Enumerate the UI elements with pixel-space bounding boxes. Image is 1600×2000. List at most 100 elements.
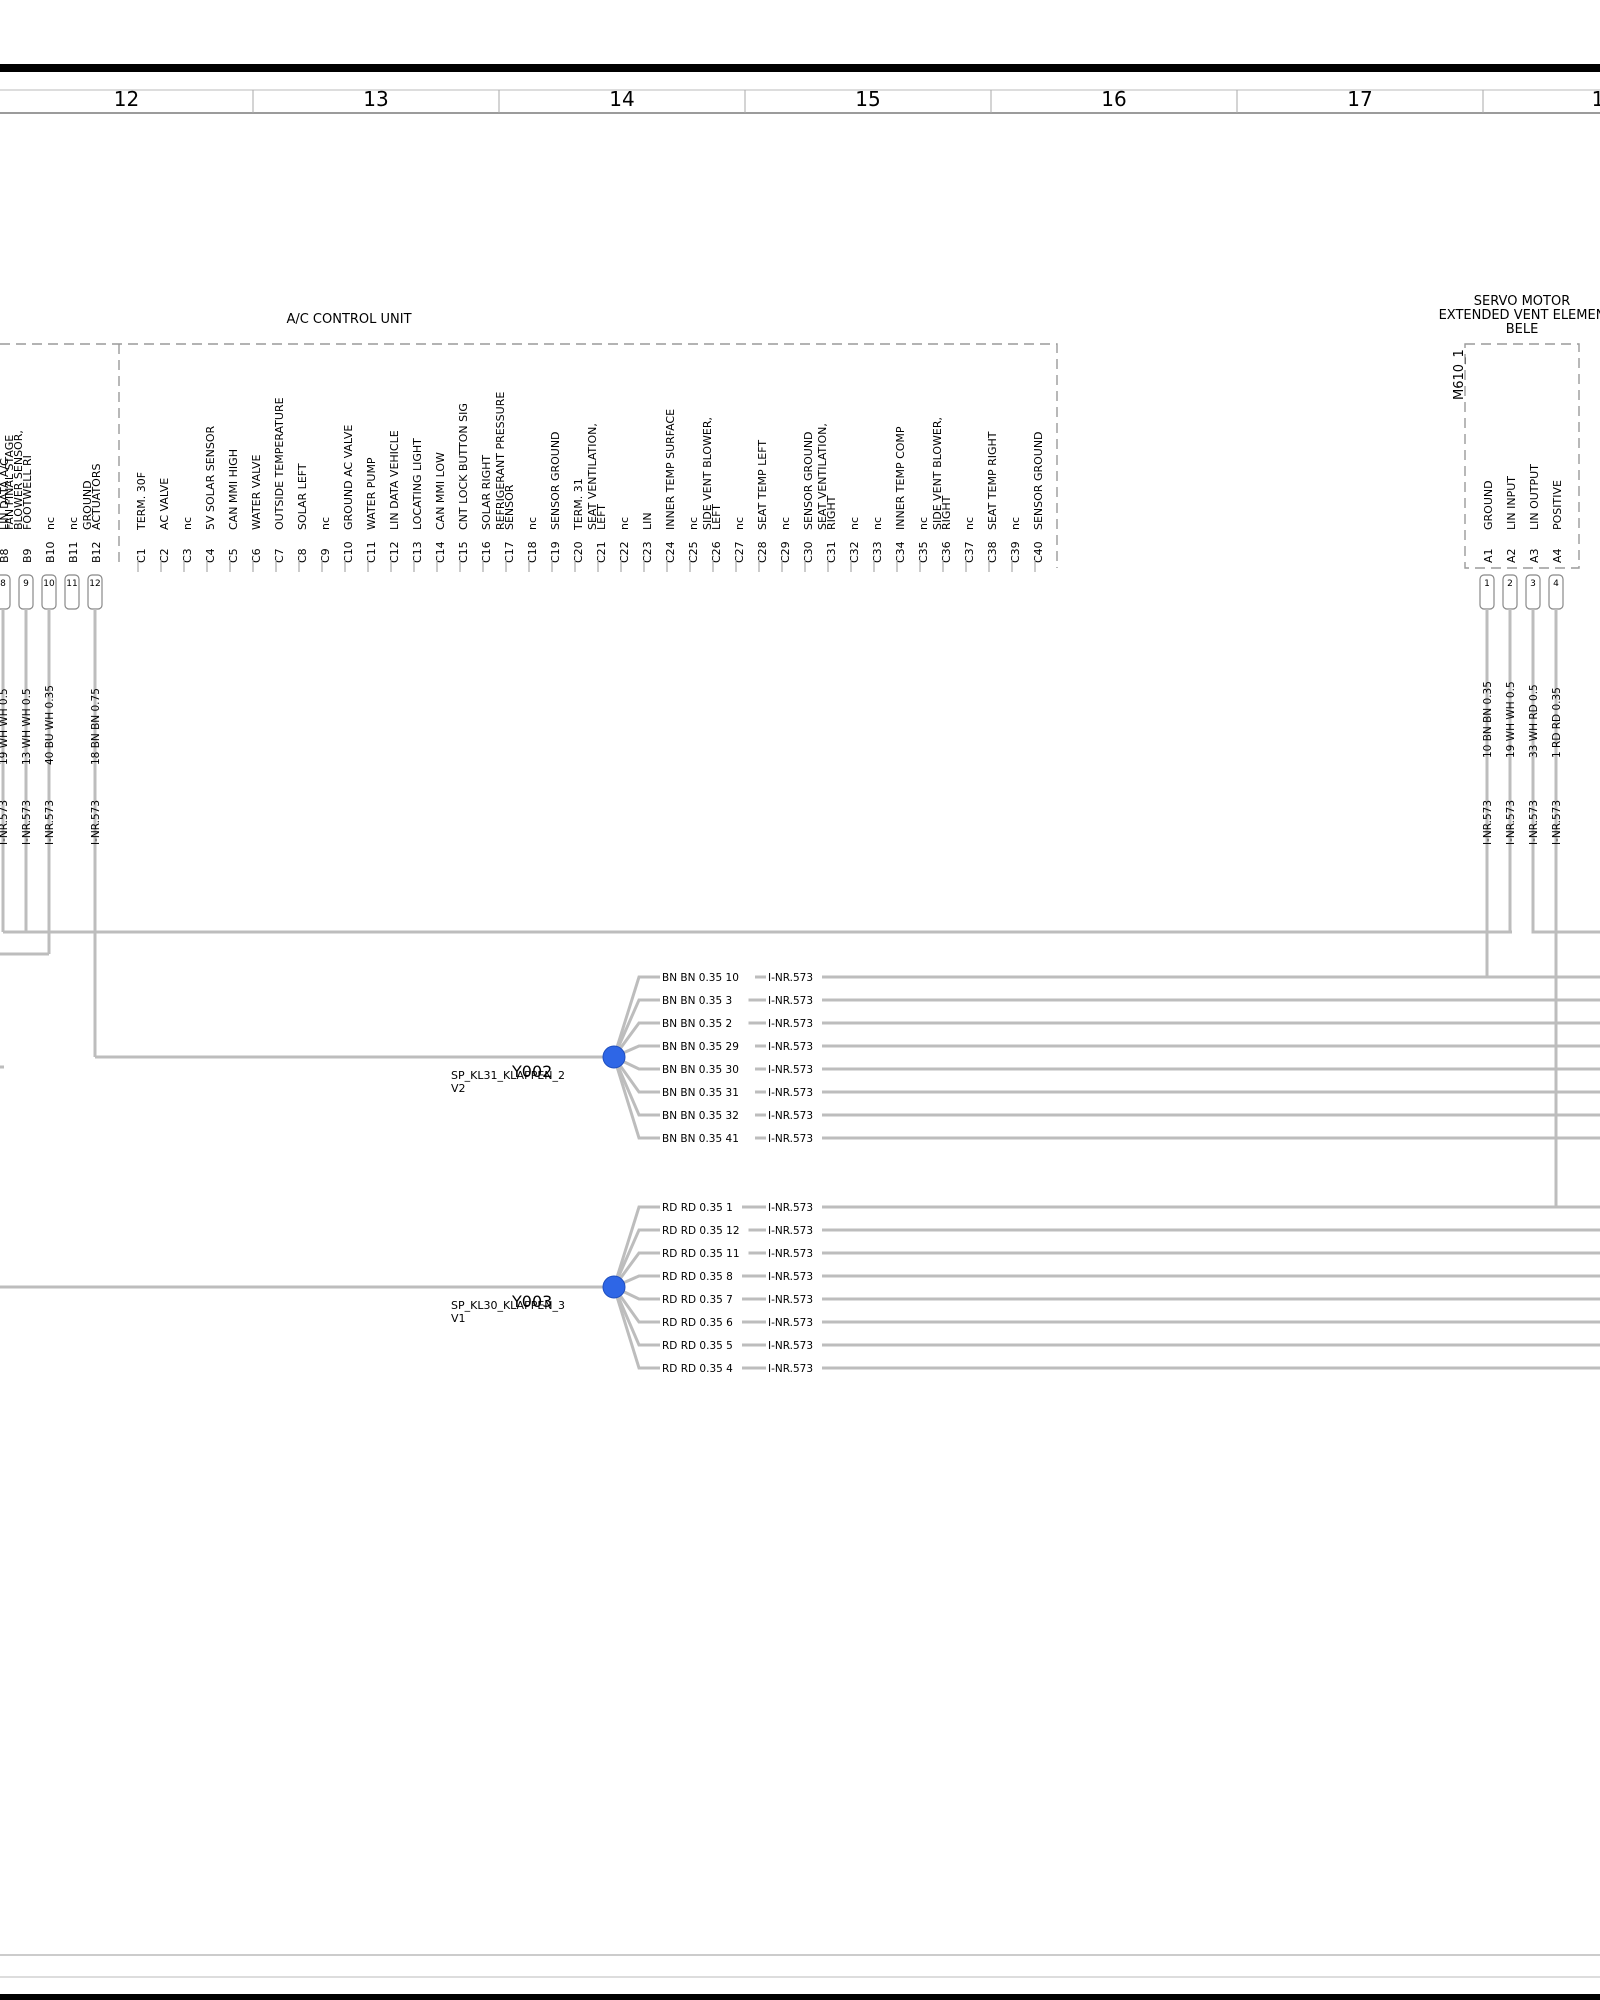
label-bg (660, 1063, 755, 1075)
label-bg (766, 1224, 822, 1236)
connector-pin-number: 1 (1484, 579, 1490, 589)
pin-id-label: C25 (687, 541, 700, 563)
splice-branch-code: BN BN 0.35 30 (662, 1064, 739, 1076)
pin-function-label: BLOWER SENSOR, (12, 430, 25, 530)
pin-id-label: C16 (480, 541, 493, 563)
connector-pin-number: 11 (66, 579, 77, 589)
servo-wire[interactable] (639, 609, 1489, 979)
ac-unit-title: A/C CONTROL UNIT (286, 312, 411, 327)
splice-node[interactable] (602, 1275, 626, 1299)
wire-code-label: 10 BN BN 0.35 (1482, 681, 1494, 758)
label-bg (660, 1224, 749, 1236)
pin-function-label: LOCATING LIGHT (411, 438, 424, 530)
wire-ref-label: I-NR.573 (1551, 800, 1563, 845)
pin-function-label: GROUND AC VALVE (342, 425, 355, 530)
label-bg (766, 1086, 822, 1098)
ac-unit-outline (0, 343, 1058, 568)
pin-id-label: C34 (894, 541, 907, 563)
splice-branch-code: BN BN 0.35 41 (662, 1133, 739, 1145)
pin-id-label: B8 (0, 548, 11, 563)
splice-branch-code: RD RD 0.35 4 (662, 1363, 733, 1375)
splice-branch-wire[interactable] (612, 1021, 1600, 1058)
pin-id-label: C27 (733, 541, 746, 563)
pin-id-label: C35 (917, 541, 930, 563)
pin-function-label: 5V SOLAR SENSOR (204, 425, 217, 530)
pin-function-label: SEAT TEMP LEFT (756, 440, 769, 530)
pin-function-label: SENSOR (503, 484, 516, 530)
splice-branch-wire[interactable] (613, 1274, 1600, 1289)
pin-id-label: C26 (710, 541, 723, 563)
splice-branch-wire[interactable] (613, 1285, 1600, 1301)
splice-branch-wire[interactable] (612, 1228, 1600, 1288)
pin-id-label: C23 (641, 541, 654, 563)
grid-column-label: 16 (1101, 87, 1126, 111)
pin-function-label: RIGHT (825, 495, 838, 530)
pin-id-label: C8 (296, 548, 309, 563)
pin-function-label: LEFT (595, 504, 608, 530)
label-bg (766, 1362, 822, 1374)
splice-node[interactable] (602, 1045, 626, 1069)
splice-name: SP_KL30_KLAPPEN_3 (451, 1299, 565, 1312)
pin-id-label: C14 (434, 541, 447, 563)
splice-branch-wire[interactable] (612, 1286, 1600, 1324)
splice-branch-wire[interactable] (612, 1205, 1600, 1288)
pin-function-label: SENSOR GROUND (802, 431, 815, 530)
wire-code-label: 19 WH WH 0.5 (0, 688, 10, 765)
pin-function-label: FOOTWELL RI (21, 455, 34, 530)
pin-function-label: nc (44, 517, 57, 530)
splice-branch-wire[interactable] (612, 1056, 1600, 1140)
pin-id-label: C4 (204, 548, 217, 563)
servo-ref: M610_1 (1452, 349, 1467, 400)
label-bg (660, 1040, 755, 1052)
pin-id-label: A1 (1482, 548, 1495, 563)
label-bg (660, 1293, 742, 1305)
pin-function-label: SEAT TEMP RIGHT (986, 431, 999, 530)
splice-branch-wire[interactable] (612, 1286, 1600, 1370)
wire-code-label: 19 WH WH 0.5 (1505, 681, 1517, 758)
pin-id-label: C22 (618, 541, 631, 563)
label-bg (660, 994, 749, 1006)
label-bg (766, 1293, 822, 1305)
splice-branch-wire[interactable] (613, 1044, 1600, 1059)
pin-id-label: C21 (595, 541, 608, 563)
splice-branch-wire[interactable] (612, 998, 1600, 1058)
label-bg (766, 1040, 822, 1052)
splice-branch-wire[interactable] (612, 975, 1600, 1058)
connector-pin[interactable] (64, 574, 80, 610)
pin-function-label: LEFT (710, 504, 723, 530)
pin-function-label: nc (779, 517, 792, 530)
splice-branch-wire[interactable] (613, 1055, 1600, 1071)
pin-id-label: B10 (44, 541, 57, 563)
pin-function-label: SOLAR LEFT (296, 463, 309, 530)
pin-function-label: SENSOR GROUND (1032, 431, 1045, 530)
pin-function-label: LIN DATA A/C (0, 458, 11, 530)
wire-ref-label: I-NR.573 (21, 800, 33, 845)
pin-id-label: B12 (90, 541, 103, 563)
pin-id-label: C5 (227, 548, 240, 563)
pin-function-label: LIN (641, 512, 654, 530)
splice-branch-code: RD RD 0.35 7 (662, 1294, 733, 1306)
label-bg (766, 1109, 822, 1121)
pin-function-label: TERM. 31 (572, 478, 585, 531)
splice-branch-wire[interactable] (612, 1286, 1600, 1347)
splice-branch-wire[interactable] (612, 1056, 1600, 1117)
pin-function-label: SEAT VENTILATION, (816, 423, 829, 530)
wire-code-label: 40 BU WH 0.35 (44, 685, 56, 765)
servo-wire[interactable] (1531, 609, 1600, 934)
servo-title-line: EXTENDED VENT ELEMEN (1439, 308, 1600, 323)
pin-function-label: nc (848, 517, 861, 530)
pin-id-label: C2 (158, 548, 171, 563)
splice-branch-wire[interactable] (612, 1251, 1600, 1288)
pin-id-label: C30 (802, 541, 815, 563)
splice-branch-code: RD RD 0.35 1 (662, 1202, 733, 1214)
splice-branch-wire[interactable] (612, 1056, 1600, 1094)
label-bg (766, 1201, 822, 1213)
pin-function-label: POSITIVE (1551, 480, 1564, 530)
label-bg (660, 1247, 749, 1259)
pin-function-label: FAN FINAL STAGE (3, 435, 16, 530)
pin-function-label: TERM. 30F (135, 472, 148, 531)
